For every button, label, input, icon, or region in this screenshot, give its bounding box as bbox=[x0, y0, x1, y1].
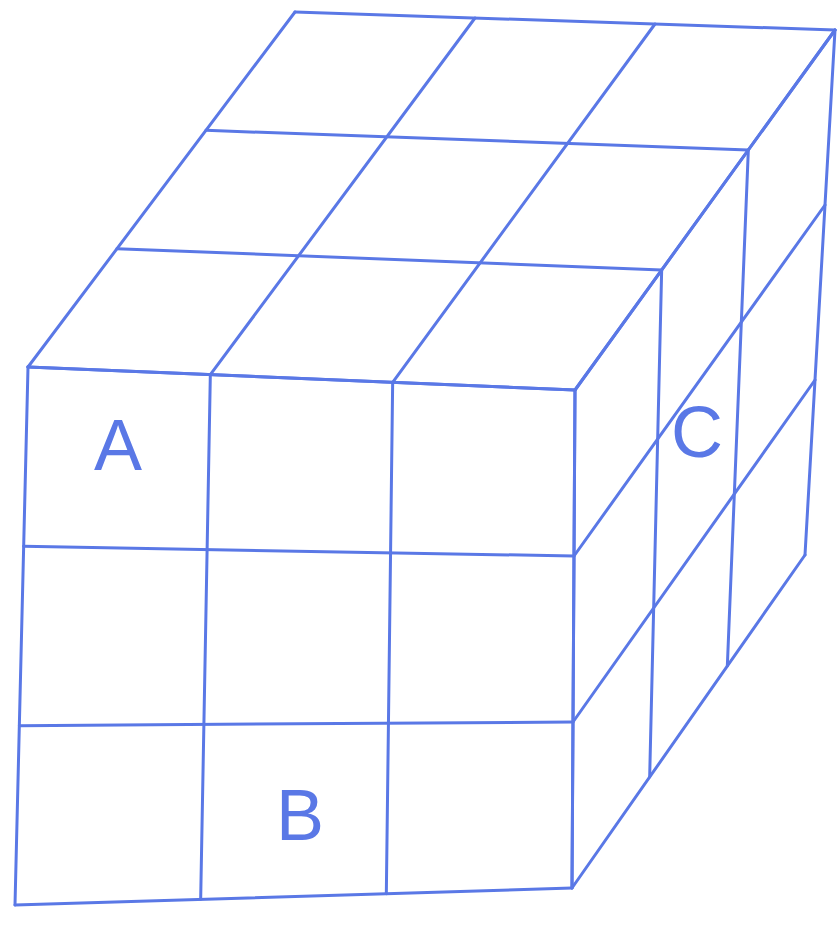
cube-grid-line bbox=[210, 18, 475, 375]
cube-grid-line bbox=[575, 30, 835, 390]
cube-grid-line bbox=[575, 30, 835, 390]
cube-grid-line bbox=[572, 555, 805, 888]
cell-label: B bbox=[270, 777, 330, 853]
cube-grid-line bbox=[573, 380, 815, 722]
cube-grid-line bbox=[117, 249, 662, 270]
cube-grid-line bbox=[574, 205, 825, 556]
cube-grid-line bbox=[572, 390, 575, 888]
cube-grid-line bbox=[15, 367, 28, 905]
cube-grid-line bbox=[19, 722, 573, 726]
cube-grid-line bbox=[572, 390, 575, 888]
cube-grid-line bbox=[28, 367, 575, 390]
cube-grid-line bbox=[727, 150, 748, 666]
cube-grid-line bbox=[28, 367, 575, 390]
cube-grid-line bbox=[24, 546, 574, 556]
cube-grid-line bbox=[393, 24, 655, 382]
cube-grid-line bbox=[206, 130, 748, 150]
cube-grid-line bbox=[805, 30, 835, 555]
cube-grid-line bbox=[650, 270, 662, 777]
cell-label: A bbox=[88, 407, 148, 483]
cube-grid-line bbox=[295, 12, 835, 30]
cube-grid-line bbox=[201, 375, 211, 900]
cell-label: C bbox=[665, 394, 729, 470]
cube-grid-line bbox=[386, 382, 392, 893]
cube-grid-line bbox=[15, 888, 572, 905]
